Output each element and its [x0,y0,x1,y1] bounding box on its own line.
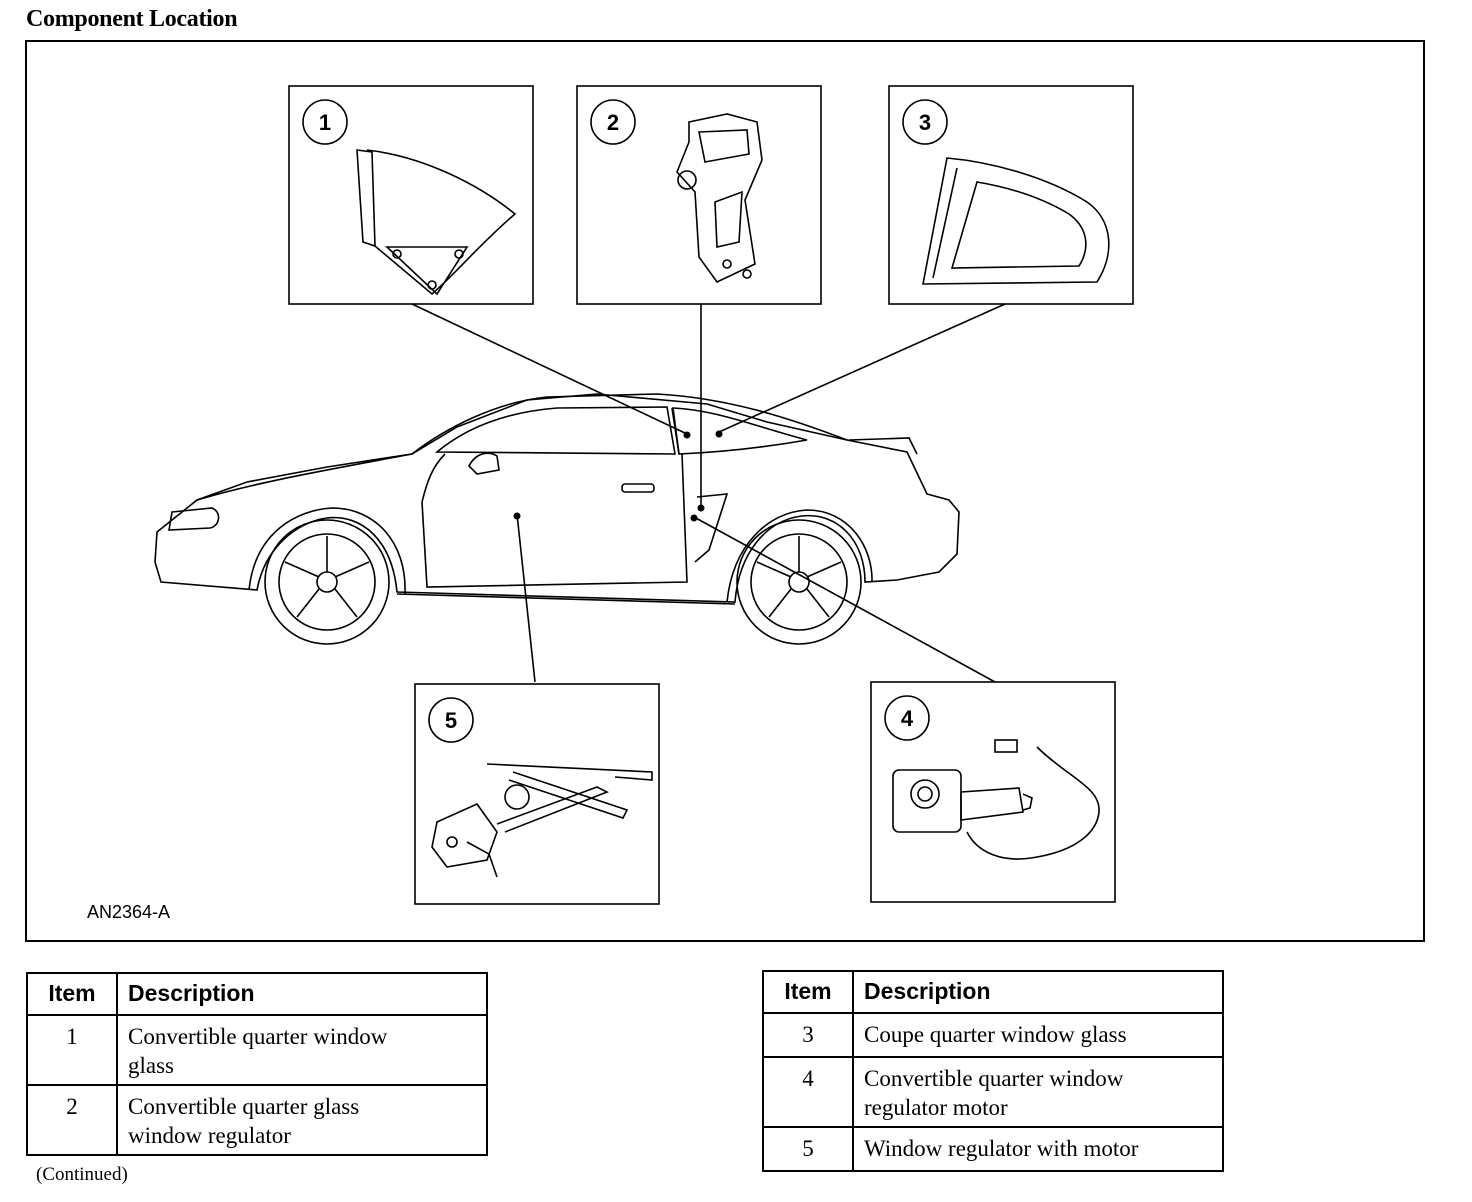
item-description: Convertible quarter glass window regulat… [116,1084,488,1156]
callout-number-2: 2 [607,110,619,135]
description-line: Coupe quarter window glass [864,1022,1127,1047]
item-number: 1 [26,1014,118,1086]
table-row: 5 Window regulator with motor [762,1126,1224,1172]
callout-number-1: 1 [319,110,331,135]
leader-line-1 [411,303,688,435]
car-illustration [154,393,960,605]
leader-line-3 [718,303,1006,433]
column-header-description: Description [116,972,488,1016]
column-header-item: Item [762,970,854,1014]
leader-lines [411,303,1006,683]
figure-code: AN2364-A [87,902,171,922]
page-title: Component Location [26,6,238,32]
callout-circle-3 [902,99,948,145]
column-header-item: Item [26,972,118,1016]
callout-number-3: 3 [919,110,931,135]
description-line: Convertible quarter window [864,1066,1124,1091]
table-header-row: Item Description [762,970,1224,1014]
callout-box-1 [288,85,534,305]
callout-box-4 [870,681,1116,903]
callout-circle-2 [590,99,636,145]
callout-box-3 [888,85,1134,305]
item-number: 3 [762,1012,854,1058]
callout-circle-5 [428,697,474,743]
item-number: 4 [762,1056,854,1128]
callout-box-5 [414,683,660,905]
item-number: 2 [26,1084,118,1156]
item-description: Window regulator with motor [852,1126,1224,1172]
item-description: Convertible quarter window regulator mot… [852,1056,1224,1128]
component-location-figure: 1 2 3 4 5 AN2364-A [25,40,1425,942]
figure-illustration: 1 2 3 4 5 [154,85,1134,905]
description-line: Window regulator with motor [864,1136,1139,1161]
location-dots [513,430,723,522]
table-header-row: Item Description [26,972,488,1016]
callout-circle-4 [884,695,930,741]
description-line: window regulator [128,1123,291,1148]
callout-box-2 [576,85,822,305]
description-line: regulator motor [864,1095,1008,1120]
table-row: 2 Convertible quarter glass window regul… [26,1084,488,1156]
description-line: glass [128,1053,174,1078]
item-number: 5 [762,1126,854,1172]
item-description: Convertible quarter window glass [116,1014,488,1086]
continued-note: (Continued) [36,1164,128,1185]
rear-wheel [736,519,862,645]
callout-number-4: 4 [901,706,914,731]
front-wheel [264,519,390,645]
description-line: Convertible quarter window [128,1024,388,1049]
callout-number-5: 5 [445,708,457,733]
column-header-description: Description [852,970,1224,1014]
callout-circle-1 [302,99,348,145]
item-description: Coupe quarter window glass [852,1012,1224,1058]
table-row: 3 Coupe quarter window glass [762,1012,1224,1058]
description-line: Convertible quarter glass [128,1094,360,1119]
legend-table-left: Item Description 1 Convertible quarter w… [26,972,488,1156]
table-row: 4 Convertible quarter window regulator m… [762,1056,1224,1128]
legend-table-right: Item Description 3 Coupe quarter window … [762,970,1224,1172]
table-row: 1 Convertible quarter window glass [26,1014,488,1086]
